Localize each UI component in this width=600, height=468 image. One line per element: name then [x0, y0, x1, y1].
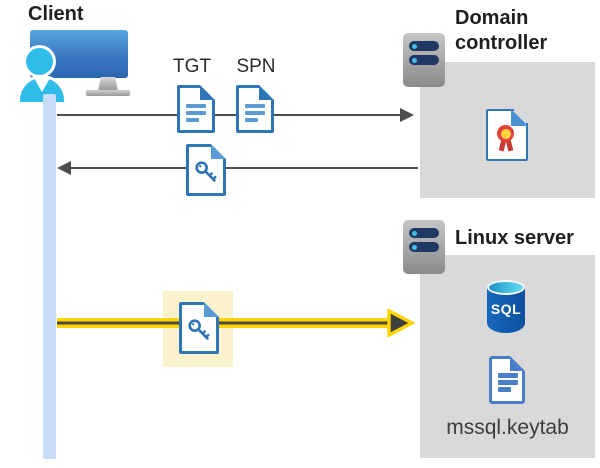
client-label: Client [28, 3, 84, 25]
doc-text-line [498, 380, 518, 385]
certificate-seal-center [500, 128, 511, 139]
server-led [412, 43, 417, 49]
server-led [412, 230, 417, 236]
user-head-icon [26, 48, 53, 75]
domain-controller-server-icon [403, 33, 445, 87]
sql-badge-label: SQL [490, 301, 522, 317]
auth-arrow-icon [57, 309, 415, 337]
doc-text-line [245, 104, 265, 108]
tgt-document-icon [177, 85, 215, 133]
linux-server-icon [403, 220, 445, 274]
domain-controller-label: Domain controller [455, 7, 548, 54]
key-glyph-icon [195, 161, 217, 182]
reply-arrowhead-icon [57, 161, 71, 175]
client-lifeline [43, 94, 56, 459]
request-arrowhead-icon [400, 108, 414, 122]
doc-text-line [498, 387, 511, 392]
key-glyph-icon [188, 319, 210, 340]
monitor-stand-base [86, 90, 130, 96]
spn-document-icon [236, 85, 274, 133]
doc-text-line [498, 373, 518, 378]
server-slot [409, 242, 439, 252]
key-document-icon [186, 144, 226, 196]
request-arrow-line [57, 114, 403, 116]
doc-text-line [186, 118, 199, 122]
certificate-seal-icon [497, 125, 514, 142]
server-slot [409, 55, 439, 65]
certificate-document-icon [486, 108, 529, 161]
linux-server-label: Linux server [455, 227, 574, 249]
database-cylinder-top [487, 280, 525, 295]
tgt-label: TGT [173, 56, 211, 77]
monitor-stand [98, 77, 118, 91]
keytab-filename-label: mssql.keytab [446, 416, 569, 439]
doc-text-line [245, 111, 265, 115]
server-led [412, 57, 417, 63]
doc-text-line [186, 111, 206, 115]
spn-label: SPN [236, 56, 276, 77]
server-led [412, 244, 417, 250]
sql-database-icon: SQL [487, 280, 525, 336]
keytab-document-icon [489, 356, 525, 404]
server-slot [409, 228, 439, 238]
doc-text-line [245, 118, 258, 122]
reply-arrow-line [70, 167, 418, 169]
doc-text-line [186, 104, 206, 108]
key-document-highlighted-icon [179, 302, 219, 354]
server-slot [409, 41, 439, 51]
